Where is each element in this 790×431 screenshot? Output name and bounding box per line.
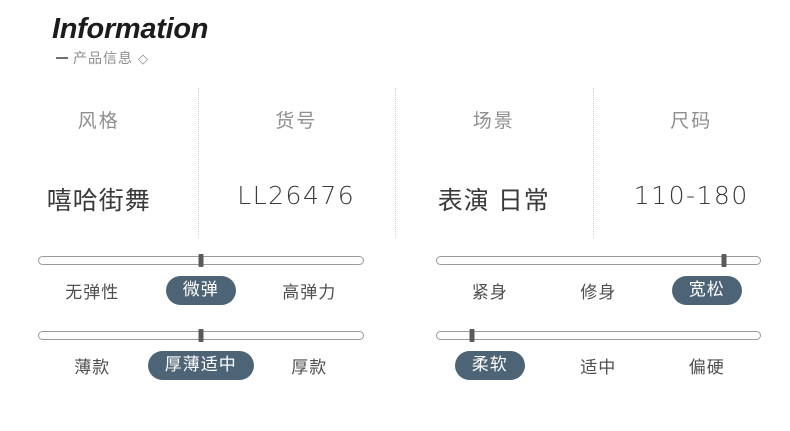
slider-option-label: 厚款 <box>291 357 328 377</box>
spec-column-item-number: 货号 LL26476 <box>197 88 396 238</box>
slider-track[interactable] <box>435 254 761 267</box>
slider-option[interactable]: 修身 <box>544 278 653 303</box>
spec-column-style: 风格 嘻哈街舞 <box>0 88 198 238</box>
slider-thumb[interactable] <box>721 254 727 267</box>
slider-option[interactable]: 紧身 <box>436 278 545 303</box>
slider-elasticity[interactable]: 无弹性 微弹 高弹力 <box>0 252 402 327</box>
diamond-icon: ◇ <box>138 50 148 66</box>
slider-track[interactable] <box>38 254 364 267</box>
slider-option-selected[interactable]: 柔软 <box>436 350 545 380</box>
slider-option[interactable]: 无弹性 <box>38 278 147 303</box>
slider-thumb[interactable] <box>198 254 204 267</box>
slider-option-label: 宽松 <box>671 275 742 305</box>
slider-option-label: 薄款 <box>74 357 111 377</box>
spec-value: 110-180 <box>633 181 749 210</box>
page-subtitle: 产品信息 <box>73 50 133 66</box>
slider-option[interactable]: 高弹力 <box>255 278 364 303</box>
spec-column-scene: 场景 表演 日常 <box>395 88 593 238</box>
slider-option[interactable]: 偏硬 <box>653 353 762 378</box>
spec-label: 尺码 <box>670 111 713 132</box>
spec-value: 嘻哈街舞 <box>46 187 151 215</box>
slider-option-label: 偏硬 <box>688 357 725 377</box>
slider-options: 柔软 适中 偏硬 <box>436 350 762 380</box>
information-header: Information 产品信息 ◇ <box>52 12 208 67</box>
slider-thumb[interactable] <box>198 329 204 342</box>
slider-option[interactable]: 厚款 <box>255 353 364 378</box>
slider-option-selected[interactable]: 宽松 <box>653 275 762 305</box>
spec-column-size: 尺码 110-180 <box>592 88 790 238</box>
spec-label: 场景 <box>472 111 515 132</box>
slider-thumb[interactable] <box>469 329 475 342</box>
spec-table: 风格 嘻哈街舞 货号 LL26476 场景 表演 日常 尺码 110-180 <box>0 88 790 238</box>
slider-options: 紧身 修身 宽松 <box>436 275 762 305</box>
page-title: Information <box>52 13 209 45</box>
slider-option[interactable]: 适中 <box>544 353 653 378</box>
slider-row-top: 无弹性 微弹 高弹力 紧身 修身 <box>0 252 790 327</box>
dash-icon <box>56 56 68 60</box>
slider-option-label: 适中 <box>580 357 617 377</box>
slider-options: 薄款 厚薄适中 厚款 <box>38 350 364 380</box>
slider-option-label: 微弹 <box>165 275 236 305</box>
slider-option-label: 紧身 <box>471 282 508 302</box>
slider-option[interactable]: 薄款 <box>38 353 147 378</box>
slider-fit[interactable]: 紧身 修身 宽松 <box>402 252 790 327</box>
spec-value: LL26476 <box>237 181 356 210</box>
attribute-sliders: 无弹性 微弹 高弹力 紧身 修身 <box>0 252 790 402</box>
slider-track[interactable] <box>38 329 364 342</box>
slider-option-label: 修身 <box>580 282 617 302</box>
spec-value: 表演 日常 <box>437 187 550 215</box>
slider-track[interactable] <box>435 329 761 342</box>
slider-option-selected[interactable]: 微弹 <box>147 275 256 305</box>
slider-option-label: 高弹力 <box>282 282 337 302</box>
page-subtitle-row: 产品信息 ◇ <box>56 49 208 67</box>
slider-option-label: 柔软 <box>454 350 525 380</box>
slider-row-bottom: 薄款 厚薄适中 厚款 柔软 适中 <box>0 327 790 402</box>
slider-option-selected[interactable]: 厚薄适中 <box>147 350 256 380</box>
slider-thickness[interactable]: 薄款 厚薄适中 厚款 <box>0 327 402 402</box>
slider-option-label: 无弹性 <box>65 282 120 302</box>
spec-label: 风格 <box>77 111 120 132</box>
slider-softness[interactable]: 柔软 适中 偏硬 <box>402 327 790 402</box>
slider-options: 无弹性 微弹 高弹力 <box>38 275 364 305</box>
slider-option-label: 厚薄适中 <box>147 350 254 380</box>
spec-label: 货号 <box>275 111 318 132</box>
